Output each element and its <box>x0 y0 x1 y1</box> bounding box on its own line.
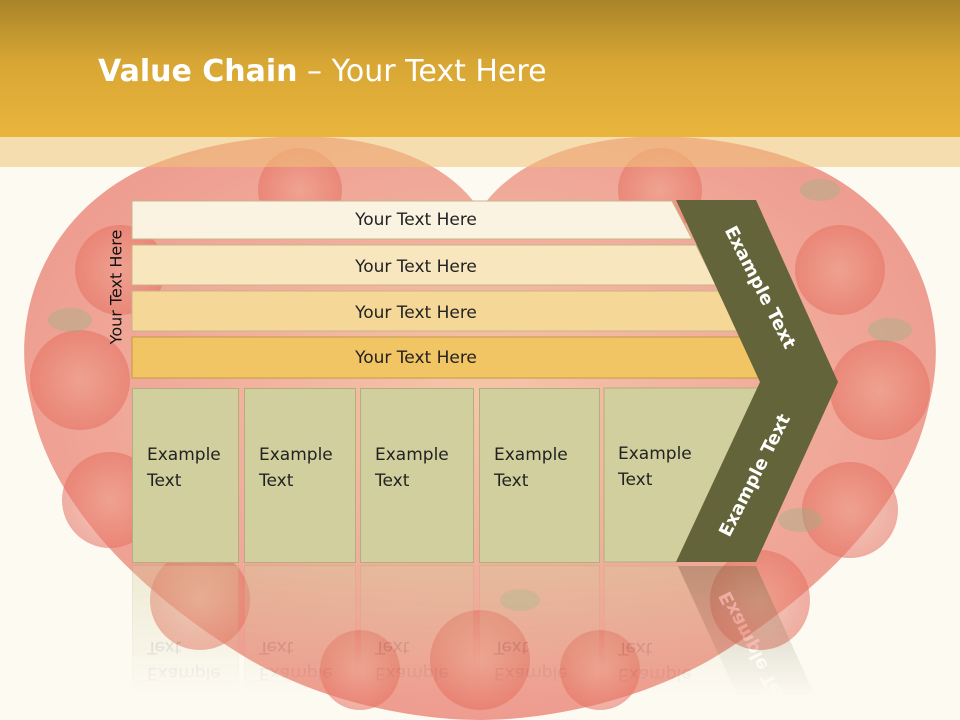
cell-5-reflection-shape <box>603 565 759 720</box>
bar-2-label: Your Text Here <box>354 257 477 277</box>
cell-5-text: Example Text <box>604 388 724 563</box>
title-bar-strip <box>0 137 960 167</box>
cell-4: Example Text <box>479 388 600 563</box>
cell-5-reflection-text: Example Text <box>604 565 724 720</box>
cell-1-line2: Text <box>147 471 182 491</box>
cell-5-reflection-line2: Text <box>618 638 653 658</box>
cell-4-line1: Example <box>494 445 568 465</box>
bar-3-label: Your Text Here <box>354 303 477 323</box>
cell-5-reflection-line1: Example <box>618 664 692 684</box>
title-bold: Value Chain <box>98 54 298 89</box>
chevron-arrow <box>676 200 838 562</box>
cell-2-line1: Example <box>259 445 333 465</box>
bar-4-label: Your Text Here <box>354 348 477 368</box>
title-rest: – Your Text Here <box>297 54 547 89</box>
cell-1: Example Text <box>132 388 239 563</box>
bar-1-label: Your Text Here <box>354 210 477 230</box>
cell-3: Example Text <box>360 388 474 563</box>
bar-1 <box>131 200 693 240</box>
cell-2-line2: Text <box>259 471 294 491</box>
cell-5-line1: Example <box>618 444 692 464</box>
cell-2: Example Text <box>244 388 356 563</box>
cell-5-line2: Text <box>618 470 653 490</box>
cell-4-line2: Text <box>494 471 529 491</box>
chevron-reflection-shape <box>676 566 838 720</box>
title-bar <box>0 0 960 137</box>
reflection-shapes: Example Text <box>603 565 838 720</box>
slide-title: Value Chain – Your Text Here <box>98 54 547 89</box>
cell-3-line1: Example <box>375 445 449 465</box>
reflection: Example Text Example Text Example Text E… <box>0 565 960 720</box>
cell-3-line2: Text <box>375 471 410 491</box>
cell-1-line1: Example <box>147 445 221 465</box>
